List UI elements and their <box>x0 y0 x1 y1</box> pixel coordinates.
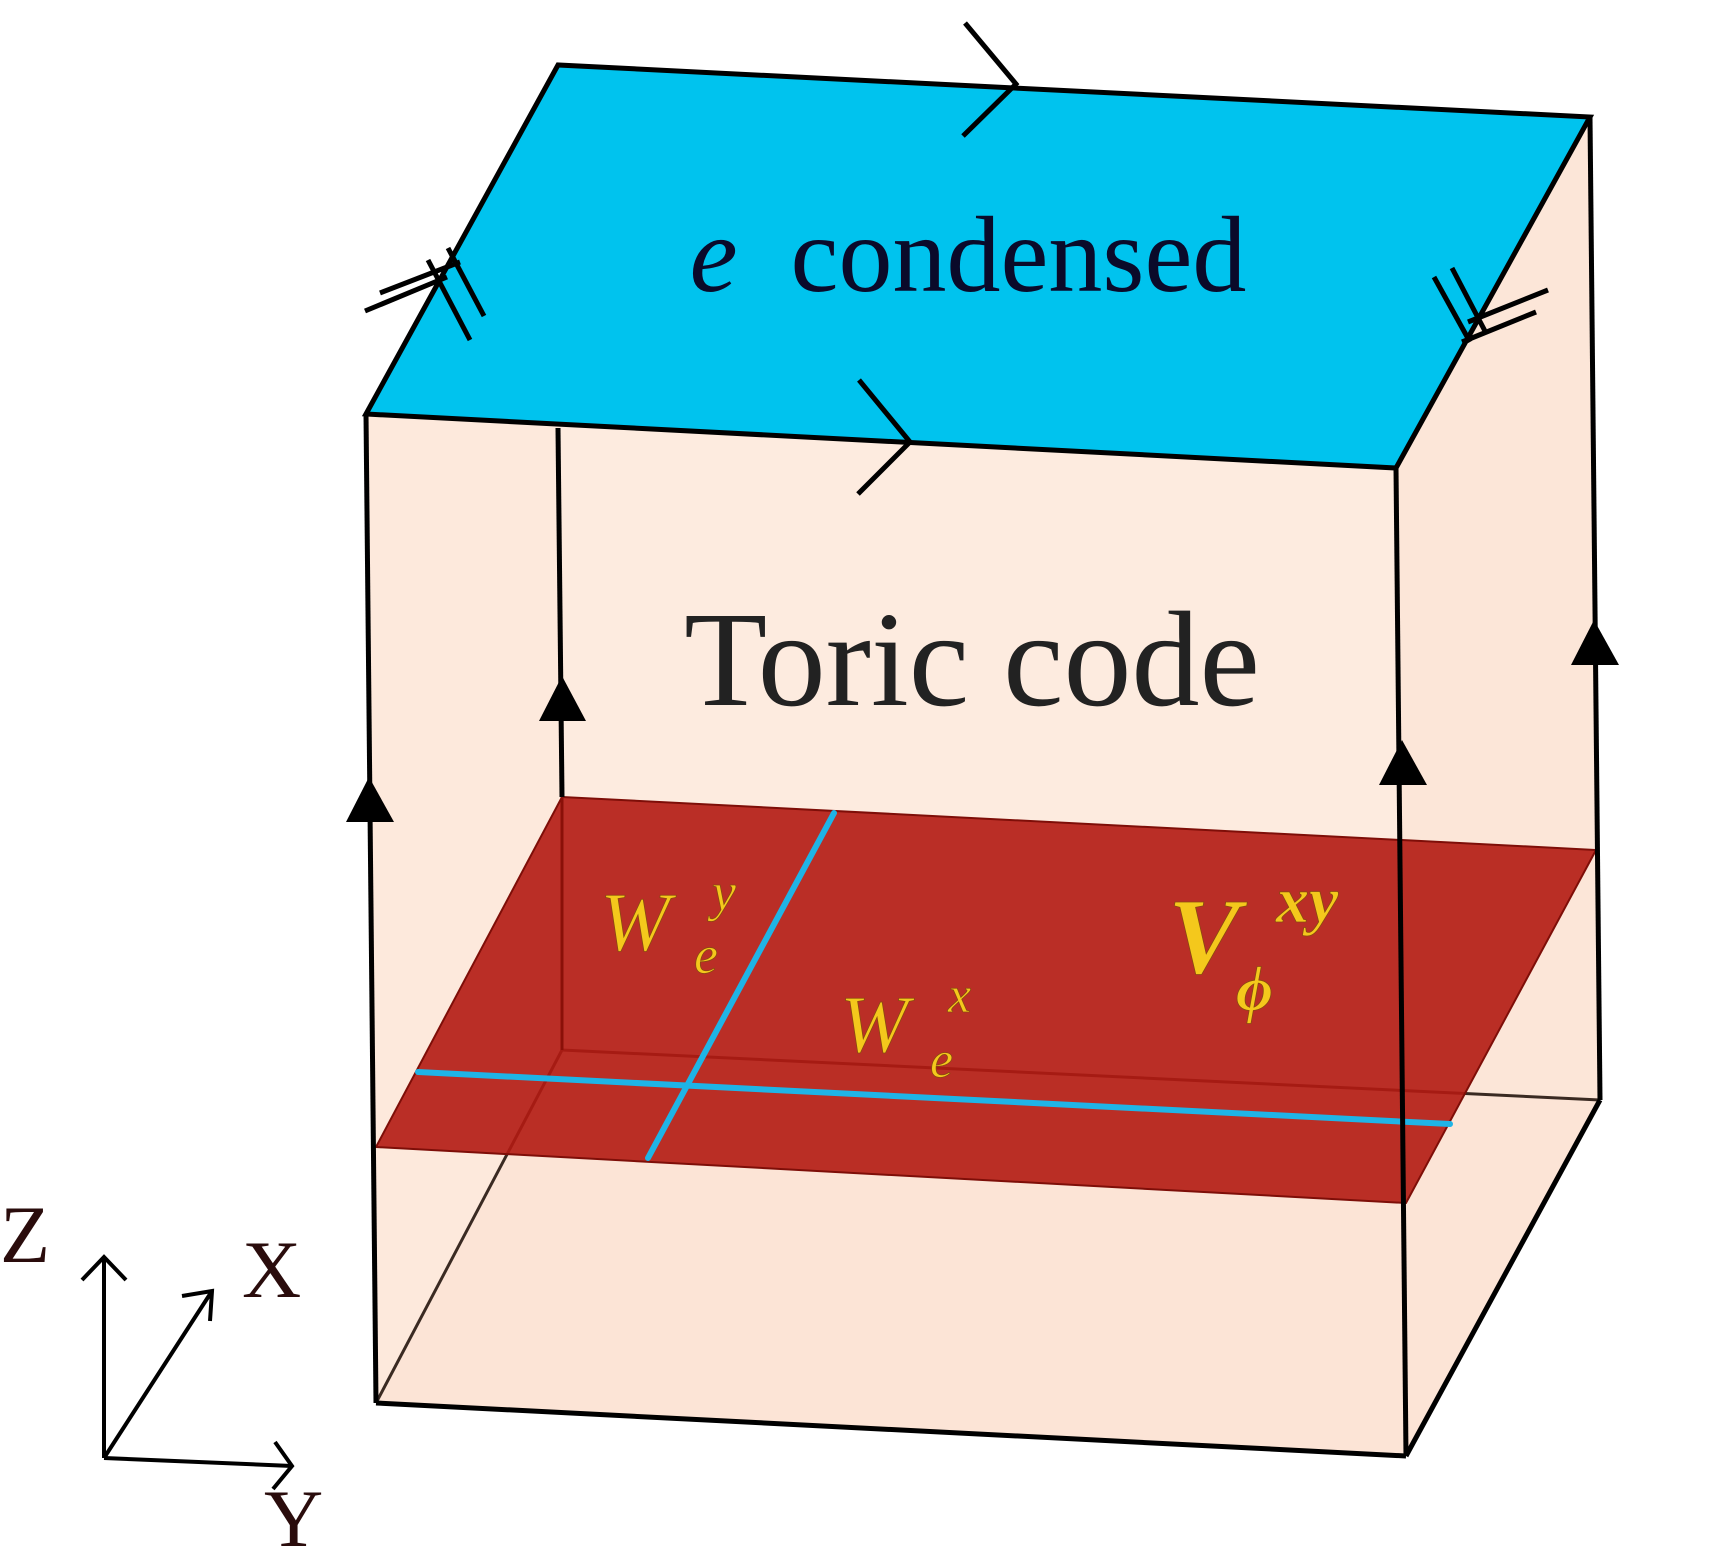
svg-text:y: y <box>707 862 736 922</box>
single-chevron-icon <box>961 21 1020 138</box>
double-tick-icon <box>364 274 448 314</box>
y-axis-label: Y <box>264 1473 323 1549</box>
svg-text:V: V <box>1168 878 1248 997</box>
arrow-up-icon <box>1379 740 1427 785</box>
edge-identification-marks <box>364 21 1549 496</box>
wilson-line-y <box>645 810 837 1161</box>
bulk-label: Toric code <box>684 585 1260 735</box>
axis-labels: Z X Y <box>0 1189 323 1549</box>
arrow-up-icon <box>80 1254 128 1282</box>
bottom-edges <box>375 1098 1603 1459</box>
wilson-lines <box>415 810 1453 1161</box>
double-tick-icon <box>1467 287 1549 325</box>
svg-text:e: e <box>694 925 718 985</box>
arrow-diagonal-icon <box>181 1288 215 1322</box>
single-chevron-icon <box>856 378 914 496</box>
top-face-label: e condensed <box>690 196 1247 315</box>
double-tick-icon <box>1461 309 1537 345</box>
double-tick-icon <box>379 259 461 296</box>
arrow-up-icon <box>346 777 394 822</box>
red-slab <box>374 795 1598 1205</box>
svg-text:e: e <box>930 1032 953 1089</box>
vertical-edges <box>363 116 1603 1457</box>
arrow-right-icon <box>271 1440 295 1491</box>
svg-text:ϕ: ϕ <box>1236 953 1273 1024</box>
y-axis-line <box>103 1456 293 1468</box>
arrow-up-icon <box>1571 620 1619 665</box>
slab-top-face <box>374 795 1598 1205</box>
top-face-symbol: e <box>690 196 738 315</box>
vertical-arrowheads <box>346 620 1619 822</box>
arrow-up-icon <box>539 676 586 721</box>
wilson-line-x <box>415 1069 1453 1127</box>
operator-labels: W y e W x e V xy ϕ <box>600 862 1340 1090</box>
operator-we-x: W x e <box>840 967 972 1090</box>
coordinate-axes <box>80 1254 295 1491</box>
svg-text:xy: xy <box>1275 864 1339 937</box>
svg-text:W: W <box>840 979 915 1070</box>
top-face-text: condensed <box>791 196 1247 315</box>
z-axis-label: Z <box>0 1189 50 1280</box>
x-axis-label: X <box>242 1224 301 1315</box>
svg-text:x: x <box>947 967 971 1024</box>
top-face <box>361 62 1595 471</box>
operator-v-phi: V xy ϕ <box>1168 864 1340 1025</box>
svg-text:W: W <box>600 876 677 969</box>
operator-we-y: W y e <box>600 862 737 986</box>
x-axis-line <box>102 1289 214 1460</box>
